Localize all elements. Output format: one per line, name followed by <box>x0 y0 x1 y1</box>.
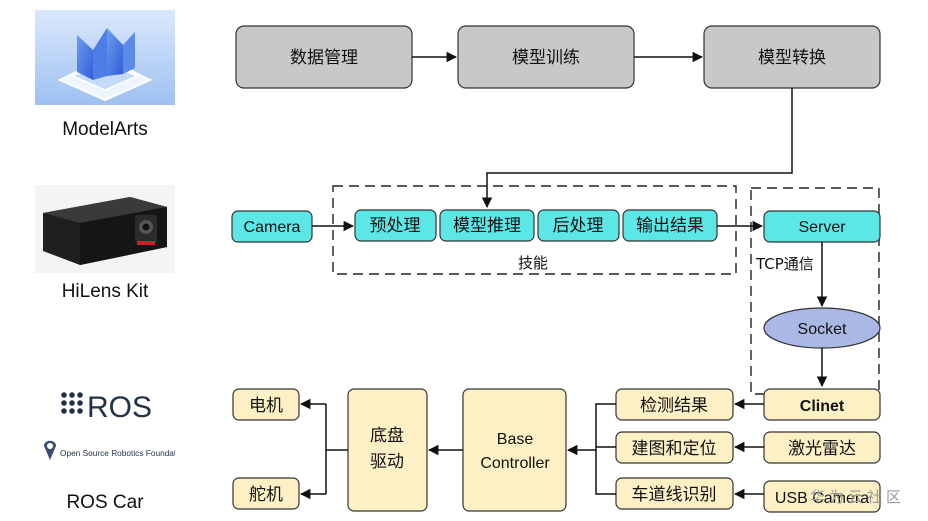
output-label: 输出结果 <box>636 216 704 236</box>
lidar-node: 激光雷达 <box>763 431 881 464</box>
model-conversion-node: 模型转换 <box>703 25 881 89</box>
steering-servo-node: 舵机 <box>232 477 300 510</box>
usb-camera-label: USB Camera <box>775 490 869 507</box>
usb-camera-node: USB Camera <box>763 480 881 513</box>
chassis-line2: 驱动 <box>370 452 404 472</box>
model-training-node: 模型训练 <box>457 25 635 89</box>
bracket-detect-to-lane <box>595 403 616 495</box>
arrow-convert-to-inference <box>481 88 793 209</box>
data-management-node: 数据管理 <box>235 25 413 89</box>
postprocess-label: 后处理 <box>553 216 604 236</box>
lane-detect-label: 车道线识别 <box>632 485 717 505</box>
postprocess-node: 后处理 <box>537 209 620 242</box>
ros-foundation-text: Open Source Robotics Foundation <box>60 448 175 458</box>
base-controller-node: Base Controller <box>462 388 567 512</box>
tcp-label: TCP通信 <box>755 255 814 273</box>
inference-node: 模型推理 <box>439 209 535 242</box>
hilens-kit-label: HiLens Kit <box>61 281 149 302</box>
detect-result-label: 检测结果 <box>640 396 708 416</box>
preprocess-node: 预处理 <box>354 209 437 242</box>
motor-node: 电机 <box>232 388 300 421</box>
model-training-label: 模型训练 <box>512 48 580 68</box>
mapping-node: 建图和定位 <box>615 431 734 464</box>
lane-detect-node: 车道线识别 <box>615 477 734 510</box>
server-label: Server <box>798 219 846 236</box>
model-conversion-label: 模型转换 <box>758 48 826 68</box>
ros-car-label: ROS Car <box>66 492 144 513</box>
communication-region <box>750 187 880 395</box>
preprocess-label: 预处理 <box>370 216 421 236</box>
client-label: Clinet <box>800 398 845 415</box>
data-management-label: 数据管理 <box>290 48 358 68</box>
inference-label: 模型推理 <box>453 216 521 236</box>
skill-label: 技能 <box>518 254 548 272</box>
server-node: Server <box>763 210 881 243</box>
hilens-kit-device <box>35 185 175 273</box>
chassis-driver-node: 底盘 驱动 <box>347 388 428 512</box>
camera-label: Camera <box>244 219 301 236</box>
motor-label: 电机 <box>249 396 283 416</box>
socket-node: Socket <box>763 307 881 349</box>
base-controller-line1: Base <box>497 431 534 448</box>
steering-servo-label: 舵机 <box>249 485 283 505</box>
modelarts-logo <box>35 10 175 105</box>
camera-node: Camera <box>231 210 313 243</box>
output-node: 输出结果 <box>622 209 718 242</box>
client-node: Clinet <box>763 388 881 421</box>
watermark: 华为云社区 <box>810 488 905 506</box>
modelarts-label: ModelArts <box>62 119 148 140</box>
socket-label: Socket <box>798 321 847 338</box>
ros-logo-text: ROS <box>87 391 152 424</box>
ros-logo: ROS Open Source Robotics Foundation <box>44 391 175 460</box>
skill-region <box>332 185 737 275</box>
lidar-label: 激光雷达 <box>788 439 856 459</box>
chassis-line1: 底盘 <box>370 426 404 446</box>
detect-result-node: 检测结果 <box>615 388 734 421</box>
mapping-label: 建图和定位 <box>632 439 717 459</box>
base-controller-line2: Controller <box>480 455 550 472</box>
